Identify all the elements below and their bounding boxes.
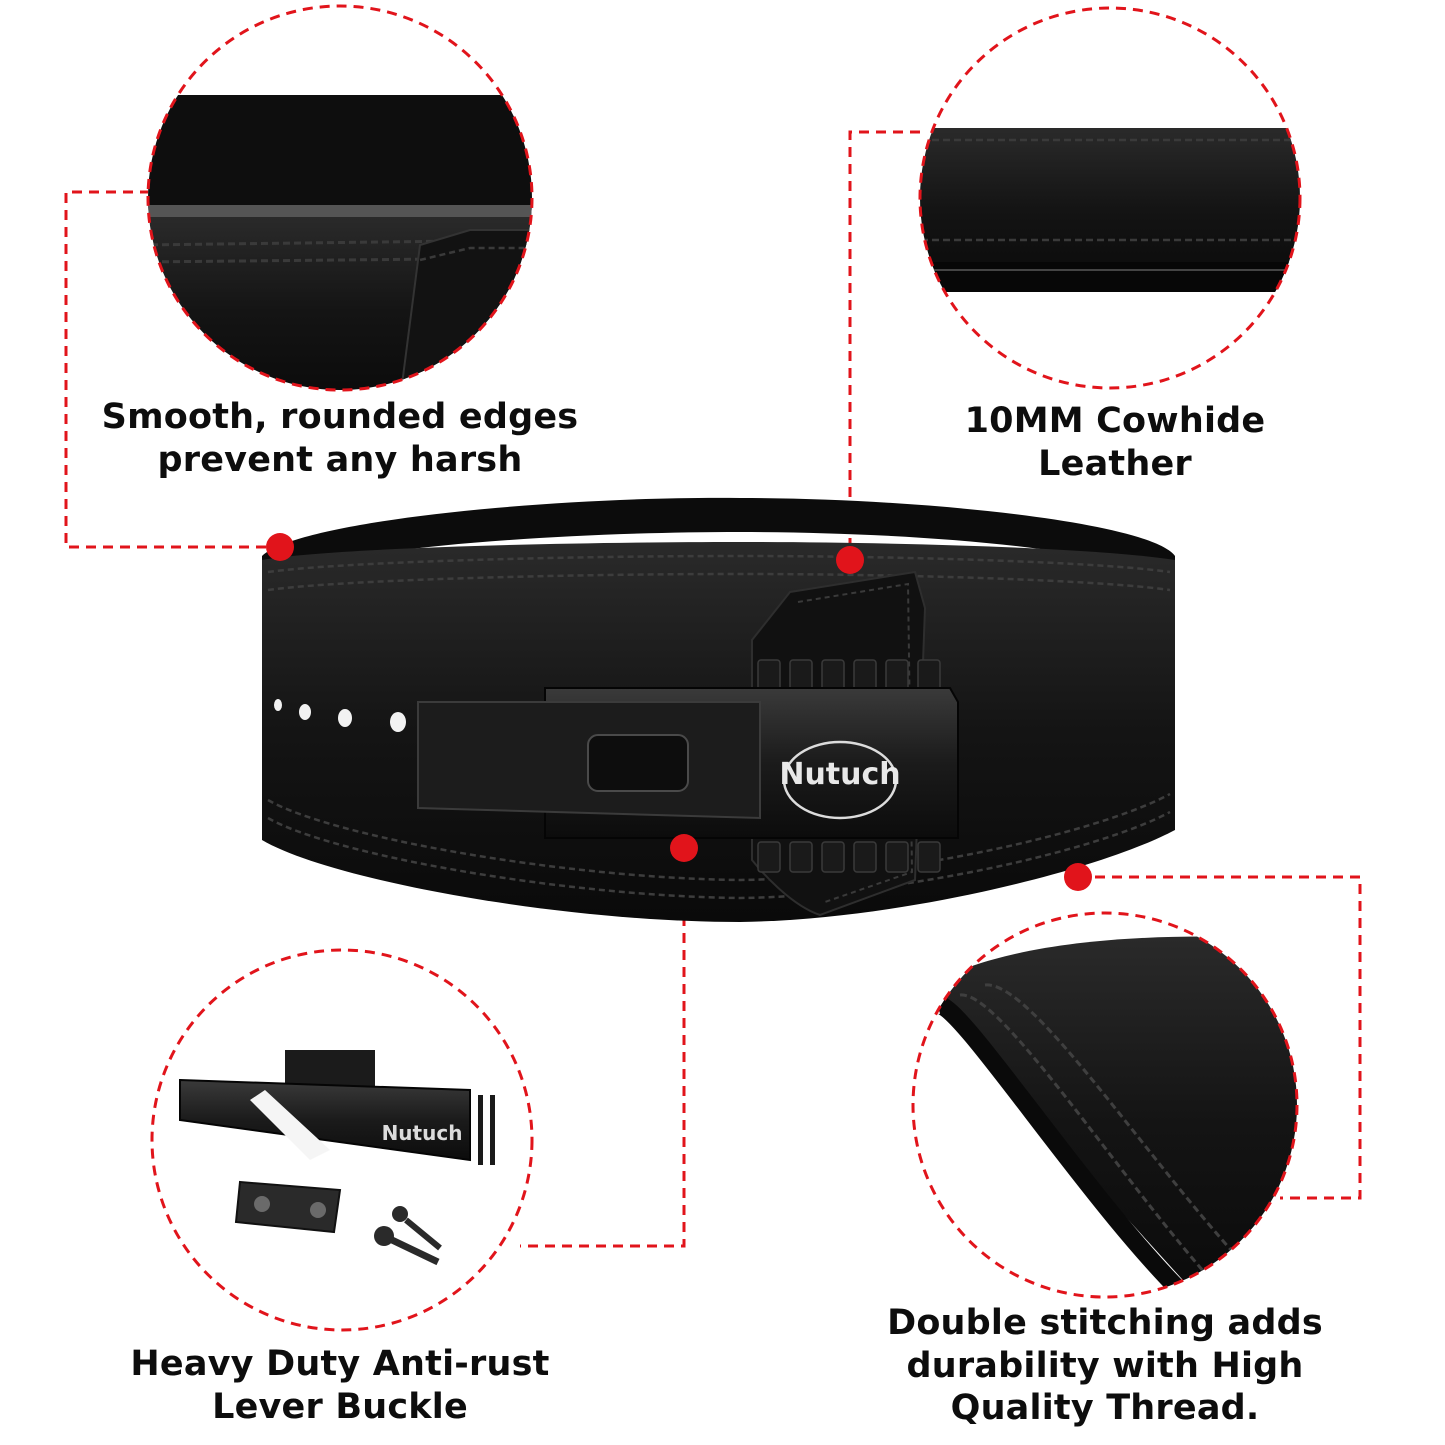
marker-dot-edges <box>266 533 294 561</box>
belt-stitching-top-2 <box>267 572 1171 592</box>
caption-line: durability with High <box>906 1345 1304 1386</box>
detail-circle-edges <box>146 4 534 392</box>
belt-inner-rim <box>262 497 1175 580</box>
belt-holes <box>274 699 406 732</box>
caption-lever-buckle: Heavy Duty Anti-rust Lever Buckle <box>90 1343 590 1428</box>
caption-double-stitching: Double stitching adds durability with Hi… <box>840 1302 1370 1430</box>
marker-dots <box>266 533 1092 891</box>
caption-line: Heavy Duty Anti-rust <box>130 1344 550 1384</box>
hardware-logo: Nutuch <box>382 1121 463 1145</box>
detail-circle-leather <box>918 6 1302 390</box>
caption-line: Quality Thread. <box>950 1388 1260 1429</box>
connector-top-left <box>64 190 280 549</box>
connector-bottom-right <box>1078 875 1362 1200</box>
caption-line: Smooth, rounded edges <box>101 397 579 437</box>
caption-line: Lever Buckle <box>212 1386 468 1427</box>
detail-circle-stitching <box>911 911 1299 1299</box>
marker-dot-buckle <box>670 834 698 862</box>
buckle-teeth-bottom <box>757 841 941 873</box>
connector-top-right <box>848 130 920 560</box>
connector-bottom-left <box>520 848 686 1248</box>
belt-stitching-top <box>267 554 1171 574</box>
connector-lines <box>64 130 1362 1248</box>
caption-line: prevent any harsh <box>157 439 523 480</box>
belt-stitching-bottom-2 <box>267 792 1171 882</box>
caption-cowhide-leather: 10MM Cowhide Leather <box>900 400 1330 485</box>
marker-dot-stitching <box>1064 863 1092 891</box>
caption-line: Leather <box>1038 443 1192 484</box>
belt-stitching-bottom <box>267 810 1171 900</box>
caption-line: 10MM Cowhide <box>964 401 1266 441</box>
lever-belt: Nutuch <box>262 497 1175 922</box>
caption-rounded-edges: Smooth, rounded edges prevent any harsh <box>60 396 620 481</box>
caption-line: Double stitching adds <box>887 1303 1323 1343</box>
lever-slot <box>587 734 689 792</box>
marker-dot-leather <box>836 546 864 574</box>
detail-circle-buckle: Nutuch <box>150 948 534 1332</box>
buckle-logo: Nutuch <box>779 757 900 792</box>
